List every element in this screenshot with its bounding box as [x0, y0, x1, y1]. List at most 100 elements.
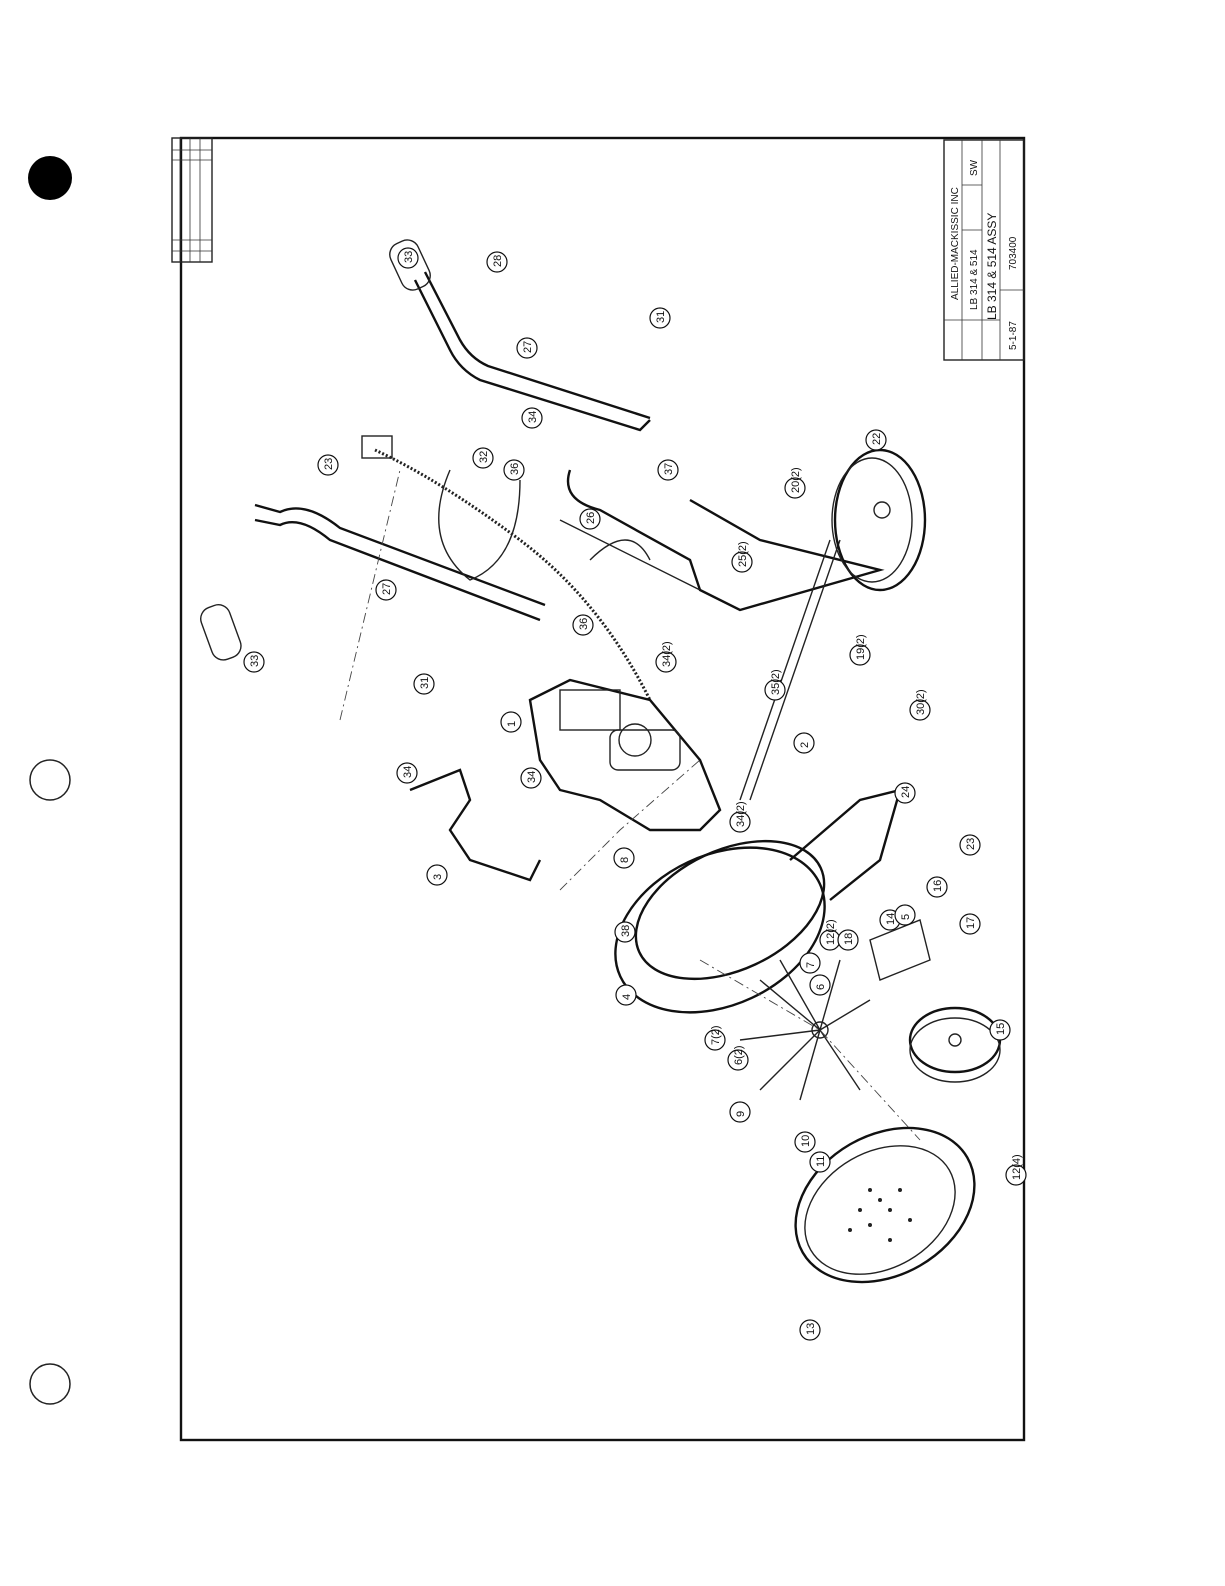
- punch-hole: [28, 156, 72, 200]
- callout-label: 34: [402, 766, 414, 778]
- callout-22: 22: [865, 429, 887, 451]
- callout-36: 36: [572, 614, 594, 636]
- callout-circle: [520, 767, 542, 789]
- callout-26: 26: [579, 508, 601, 530]
- drawn-by: SW: [969, 159, 980, 176]
- callout-circle: [799, 1319, 821, 1341]
- callout-342: 34(2): [655, 641, 677, 673]
- callout-circle: [375, 579, 397, 601]
- callout-label: 28: [492, 255, 504, 267]
- callout-label: 12(4): [1011, 1154, 1023, 1180]
- callout-label: 26: [585, 512, 597, 524]
- callout-label: 36: [578, 618, 590, 630]
- callout-34: 34: [396, 762, 418, 784]
- callout-circle: [503, 459, 525, 481]
- callout-label: 20(2): [790, 467, 802, 493]
- callout-27: 27: [516, 337, 538, 359]
- callout-circle: [894, 904, 916, 926]
- callout-label: 18: [843, 933, 855, 945]
- frame-bracket: [559, 469, 885, 612]
- callout-124: 12(4): [1005, 1154, 1027, 1186]
- callout-circle: [809, 1151, 831, 1173]
- callout-circle: [613, 847, 635, 869]
- callout-circle: [799, 952, 821, 974]
- callout-label: 27: [522, 341, 534, 353]
- callout-circle: [729, 811, 751, 833]
- callout-13: 13: [799, 1319, 821, 1341]
- callout-circle: [1005, 1164, 1027, 1186]
- callout-label: 6: [815, 984, 827, 990]
- callout-label: 19(2): [855, 634, 867, 660]
- callout-circle: [727, 1049, 749, 1071]
- callout-33: 33: [397, 247, 419, 269]
- callout-circle: [837, 929, 859, 951]
- callout-9: 9: [729, 1101, 751, 1123]
- callout-34: 34: [520, 767, 542, 789]
- callout-circle: [894, 782, 916, 804]
- callout-circle: [909, 699, 931, 721]
- punch-hole: [29, 1363, 71, 1405]
- callout-circle: [317, 454, 339, 476]
- callout-label: 8: [619, 857, 631, 863]
- callout-122: 12(2): [819, 919, 841, 951]
- callout-label: 10: [800, 1135, 812, 1147]
- callout-6: 6: [809, 974, 831, 996]
- callout-label: 37: [663, 463, 675, 475]
- callout-10: 10: [794, 1131, 816, 1153]
- callout-17: 17: [959, 913, 981, 935]
- callout-circle: [615, 984, 637, 1006]
- callout-31: 31: [413, 673, 435, 695]
- callout-circle: [572, 614, 594, 636]
- callout-3: 3: [426, 864, 448, 886]
- callout-36: 36: [503, 459, 525, 481]
- callout-28: 28: [486, 251, 508, 273]
- callout-label: 22: [871, 433, 883, 445]
- callout-34: 34: [521, 407, 543, 429]
- drawing-number: 703400: [1008, 236, 1019, 270]
- callout-label: 36: [509, 463, 521, 475]
- callout-23: 23: [959, 834, 981, 856]
- drawing-border: [179, 136, 1026, 1442]
- callout-label: 7(2): [710, 1025, 722, 1045]
- drawing-date: 5-1-87: [1008, 321, 1019, 350]
- callout-352: 35(2): [764, 669, 786, 701]
- callout-circle: [655, 651, 677, 673]
- callout-23: 23: [317, 454, 339, 476]
- revision-block: [171, 137, 213, 263]
- callout-circle: [865, 429, 887, 451]
- callout-label: 7: [805, 962, 817, 968]
- callout-label: 23: [323, 458, 335, 470]
- title-block: ALLIED-MACKISSIC INC LB 314 & 514 SW LB …: [943, 139, 1025, 361]
- callout-circle: [426, 864, 448, 886]
- callout-202: 20(2): [784, 467, 806, 499]
- callout-5: 5: [894, 904, 916, 926]
- callout-label: 31: [655, 311, 667, 323]
- callout-circle: [413, 673, 435, 695]
- callout-label: 4: [621, 994, 633, 1000]
- callout-38: 38: [614, 921, 636, 943]
- callout-circle: [731, 551, 753, 573]
- motor-mount-bracket: [409, 768, 542, 882]
- callout-label: 14: [885, 913, 897, 925]
- callout-31: 31: [649, 307, 671, 329]
- callout-label: 1: [506, 721, 518, 727]
- impeller: [739, 959, 871, 1101]
- callout-circle: [729, 1101, 751, 1123]
- callout-label: 13: [805, 1323, 817, 1335]
- callout-circle: [989, 1019, 1011, 1041]
- callout-label: 34(2): [661, 641, 673, 667]
- callout-circle: [614, 921, 636, 943]
- callout-label: 3: [432, 874, 444, 880]
- callout-label: 9: [735, 1111, 747, 1117]
- callout-circle: [500, 711, 522, 733]
- callout-33: 33: [243, 651, 265, 673]
- callout-label: 2: [799, 742, 811, 748]
- callout-circle: [704, 1029, 726, 1051]
- callout-circle: [764, 679, 786, 701]
- callout-circle: [521, 407, 543, 429]
- callout-label: 27: [381, 583, 393, 595]
- callout-4: 4: [615, 984, 637, 1006]
- drawing-title: LB 314 & 514 ASSY: [985, 213, 999, 320]
- callout-label: 33: [403, 251, 415, 263]
